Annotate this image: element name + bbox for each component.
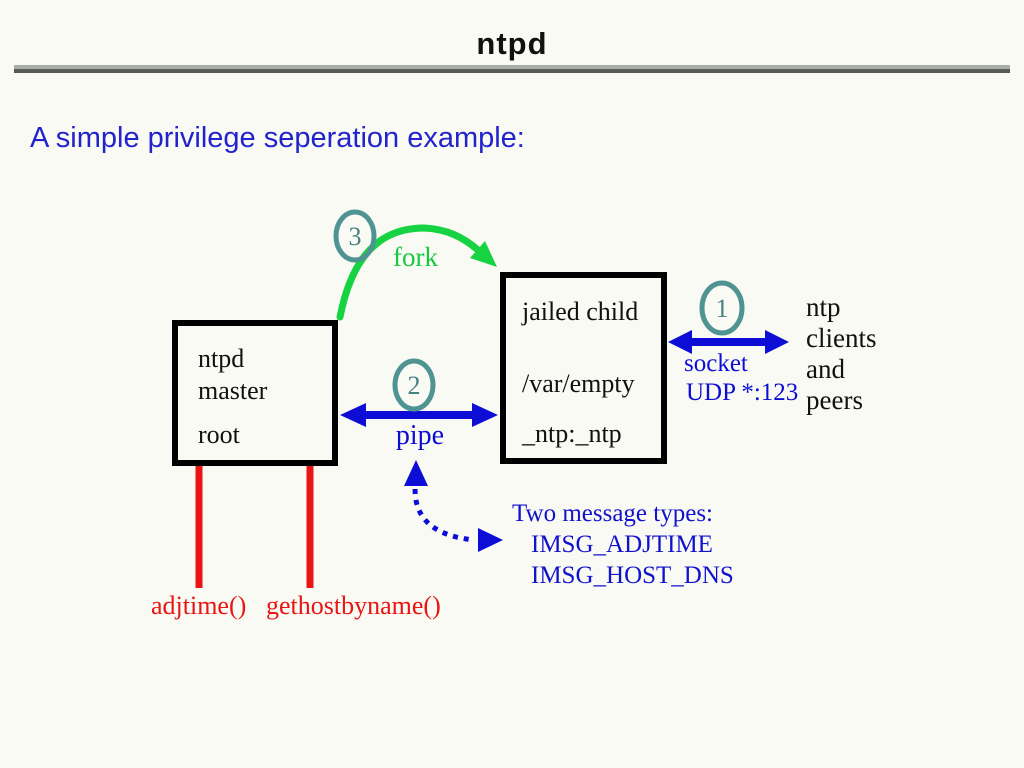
child-box-line-jailed: jailed child [522,297,639,326]
step-circle-3: 3 [333,209,377,263]
gethostbyname-label: gethostbyname() [266,591,441,620]
pipe-label: pipe [395,420,445,451]
header-divider-dark-line [14,69,1010,73]
socket-arrowhead-right [765,330,789,354]
pipe-arrowhead-left [340,403,366,427]
header-divider-light-line [14,65,1010,69]
child-box-line-user: _ntp:_ntp [522,419,622,448]
imsg-host-dns-label: IMSG_HOST_DNS [531,562,734,589]
adjtime-label: adjtime() [151,591,247,620]
peers-line-1: ntp [806,292,841,322]
header-divider [14,65,1010,73]
socket-arrow [668,330,789,354]
ntp-clients-text: ntp clients and peers [806,292,876,416]
master-box-line-master: master [198,376,268,405]
fork-arrowhead [470,241,497,267]
master-box-line-ntpd: ntpd [198,344,245,373]
slide-subtitle: A simple privilege seperation example: [30,122,525,154]
master-box-line-root: root [198,420,240,449]
socket-arrowhead-left [668,330,692,354]
imsg-adjtime-label: IMSG_ADJTIME [531,531,713,558]
step-circle-2: 2 [392,358,436,412]
peers-line-3: and [806,354,845,384]
message-arrowhead-up [404,460,428,486]
ntpd-master-box: ntpd master root [172,320,338,466]
jailed-child-box: jailed child /var/empty _ntp:_ntp [500,272,667,464]
udp-port-label: UDP *:123 [686,379,799,406]
message-types-arrow [404,460,503,552]
peers-line-2: clients [806,323,877,353]
page-title: ntpd [476,26,548,61]
child-box-line-chroot: /var/empty [522,369,635,398]
step-3-number: 3 [349,222,362,251]
step-1-number: 1 [716,294,729,323]
fork-arrow [336,224,497,321]
step-2-number: 2 [408,371,421,400]
step-circle-1: 1 [699,280,745,336]
socket-label: socket [684,350,748,377]
fork-label: fork [393,242,438,272]
pipe-arrow [340,403,498,427]
pipe-arrowhead-right [472,403,498,427]
peers-line-4: peers [806,385,863,415]
message-arrowhead-right [478,528,503,552]
message-types-title: Two message types: [512,500,713,527]
